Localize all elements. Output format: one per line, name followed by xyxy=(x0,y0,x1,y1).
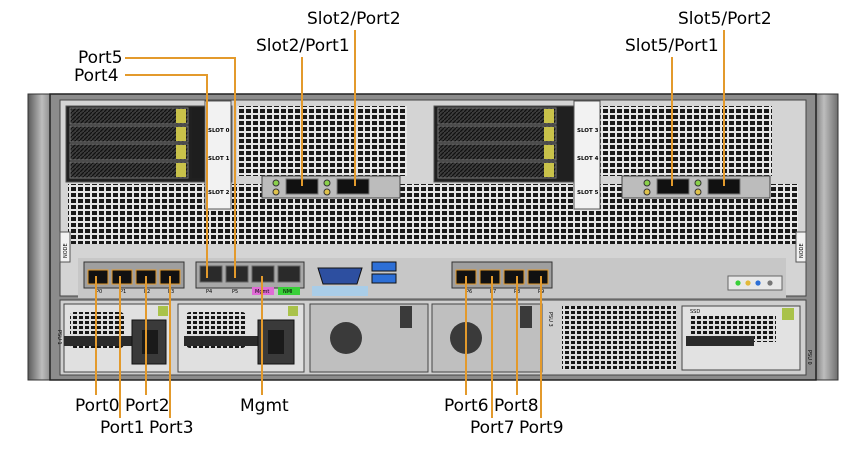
label-port0: Port0 xyxy=(75,396,120,416)
label-port3: Port3 xyxy=(149,418,194,438)
label-slot5-port1: Slot5/Port1 xyxy=(625,36,719,56)
vent-upper-right xyxy=(600,106,772,176)
vga-tag xyxy=(312,286,368,296)
tag-p5: P5 xyxy=(232,289,238,295)
label-port1: Port1 xyxy=(100,418,145,438)
psu-blank-right xyxy=(431,303,543,373)
node-tag-right xyxy=(795,231,807,263)
vent-psu-right xyxy=(562,306,676,370)
slot5-label: SLOT 5 xyxy=(577,190,599,196)
psu1-label: PSU 1 xyxy=(56,330,62,345)
slot5-card xyxy=(621,175,771,199)
label-port6: Port6 xyxy=(444,396,489,416)
usb-port-lower xyxy=(371,273,397,284)
label-mgmt: Mgmt xyxy=(240,396,289,416)
callout-line-port4 xyxy=(125,74,208,278)
psu-blank-left xyxy=(309,303,429,373)
vent-upper-left xyxy=(237,106,407,176)
tag-p1: P1 xyxy=(120,289,126,295)
tag-p0: P0 xyxy=(96,289,102,295)
callout-line-port5 xyxy=(125,57,236,278)
tag-p3: P3 xyxy=(168,289,174,295)
slot0-label: SLOT 0 xyxy=(208,128,230,134)
label-port2: Port2 xyxy=(125,396,170,416)
label-port9: Port9 xyxy=(519,418,564,438)
tag-p2: P2 xyxy=(144,289,150,295)
tag-nmi: NMI xyxy=(283,289,293,295)
rj45-group xyxy=(195,261,305,295)
slot1-label: SLOT 1 xyxy=(208,156,230,162)
psu3-label: PSU 3 xyxy=(547,312,553,327)
label-slot2-port2: Slot2/Port2 xyxy=(307,9,401,29)
callout-lines xyxy=(95,30,725,418)
slot2-card xyxy=(261,175,401,199)
label-port4: Port4 xyxy=(74,66,119,86)
psu0-label: PSU 0 xyxy=(806,350,812,365)
psu-1 xyxy=(63,303,171,373)
psu-0 xyxy=(177,303,305,373)
sfp-group-right xyxy=(451,261,553,289)
drive-bay-right xyxy=(433,105,599,183)
slot2-port2-connector xyxy=(336,178,370,195)
status-leds xyxy=(727,275,783,291)
slot3-label: SLOT 3 xyxy=(577,128,599,134)
node-label-left: NODE xyxy=(63,243,69,258)
ssd-label: SSD xyxy=(690,309,700,315)
slot2-label: SLOT 2 xyxy=(208,190,230,196)
label-port7: Port7 xyxy=(470,418,515,438)
slot-label-strip-right xyxy=(573,100,601,210)
tag-p7: P7 xyxy=(490,289,496,295)
label-slot5-port2: Slot5/Port2 xyxy=(678,9,772,29)
node-label-right: NODE xyxy=(799,243,805,258)
vga-port xyxy=(317,267,363,285)
ssd-module xyxy=(681,305,801,371)
label-slot2-port1: Slot2/Port1 xyxy=(256,36,350,56)
sfp-group-left xyxy=(83,261,185,289)
label-port5: Port5 xyxy=(78,48,123,68)
usb-port-upper xyxy=(371,261,397,272)
tag-p4: P4 xyxy=(206,289,212,295)
slot4-label: SLOT 4 xyxy=(577,156,599,162)
label-port8: Port8 xyxy=(494,396,539,416)
tag-p6: P6 xyxy=(466,289,472,295)
node-tag-left xyxy=(59,231,71,263)
slot-label-strip-left xyxy=(204,100,232,210)
